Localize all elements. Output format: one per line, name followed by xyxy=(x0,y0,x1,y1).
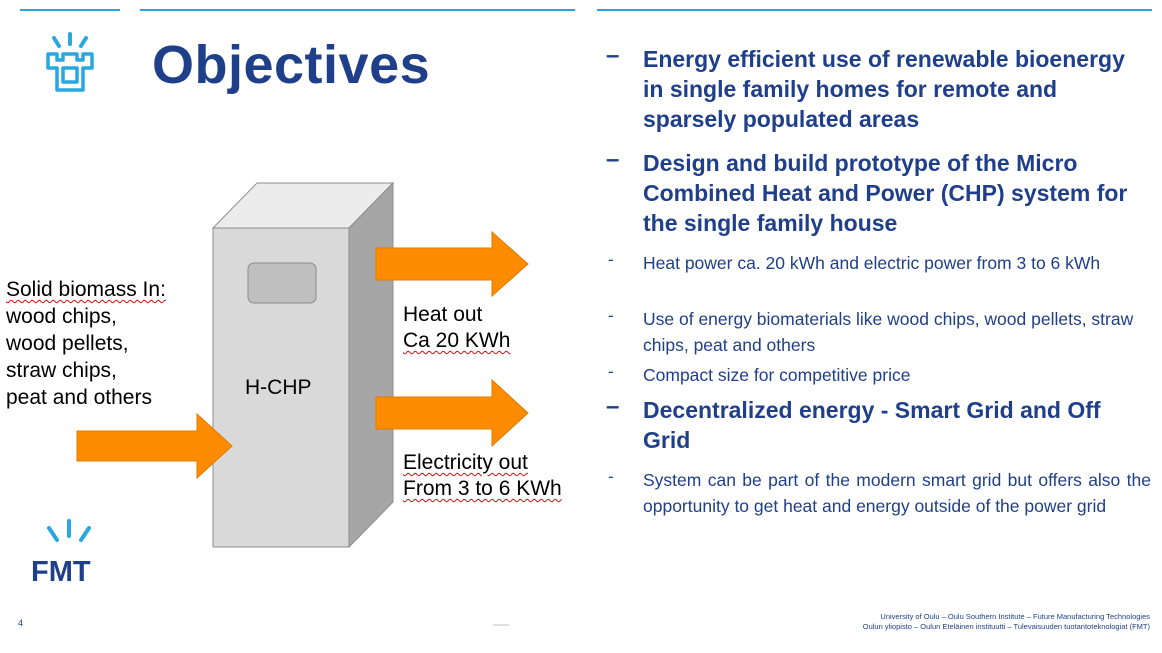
top-line-mid xyxy=(140,9,575,11)
bullet-compact-size: - Compact size for competitive price xyxy=(608,362,911,385)
bullet-smart-grid: - System can be part of the modern smart… xyxy=(608,467,1151,516)
input-arrow xyxy=(76,412,233,480)
input-description: Solid biomass In: wood chips, wood pelle… xyxy=(6,276,166,411)
electricity-out-label: Electricity out From 3 to 6 KWh xyxy=(403,451,562,500)
bullet-heat-power: - Heat power ca. 20 kWh and electric pow… xyxy=(608,250,1101,273)
bullet-prototype: – Design and build prototype of the Micr… xyxy=(606,146,1128,236)
footer-mark-icon xyxy=(493,624,509,626)
castle-logo-icon xyxy=(46,32,94,92)
top-line-left xyxy=(20,9,120,11)
heat-out-label: Heat out Ca 20 KWh xyxy=(403,303,511,352)
input-line: straw chips, xyxy=(6,359,117,382)
chp-diagram xyxy=(76,181,529,549)
bullet-decentralized: – Decentralized energy - Smart Grid and … xyxy=(606,393,1101,453)
slide-number: 4 xyxy=(18,618,24,628)
input-line: Solid biomass In: xyxy=(6,278,166,301)
input-line: wood chips, xyxy=(6,305,117,328)
input-line: peat and others xyxy=(6,386,152,409)
bullet-biomaterials: - Use of energy biomaterials like wood c… xyxy=(608,306,1134,355)
electricity-arrow xyxy=(375,378,529,448)
heat-arrow xyxy=(375,230,529,298)
device-window xyxy=(247,262,317,304)
device-side xyxy=(348,181,394,549)
footer-line-2: Oulun yliopisto – Oulun Eteläinen instit… xyxy=(862,622,1150,631)
footer-institution: University of Oulu – Oulu Southern Insti… xyxy=(863,612,1150,632)
fmt-logo-icon xyxy=(47,519,91,542)
input-line: wood pellets, xyxy=(6,332,129,355)
footer-line-1: University of Oulu – Oulu Southern Insti… xyxy=(880,612,1150,621)
bullet-energy-efficient: – Energy efficient use of renewable bioe… xyxy=(606,42,1125,132)
device-label: H-CHP xyxy=(245,376,312,399)
top-line-right xyxy=(597,9,1152,11)
fmt-logo-text: FMT xyxy=(31,556,91,588)
slide-title: Objectives xyxy=(152,35,431,95)
